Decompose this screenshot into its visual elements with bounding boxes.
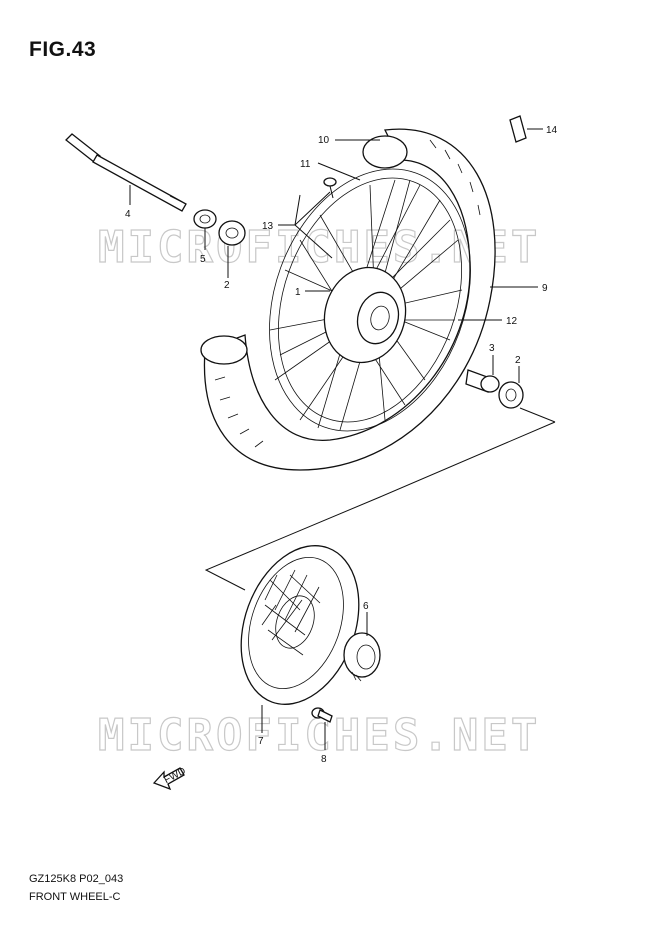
callout-13: 13: [262, 221, 274, 232]
spoke-screw: [323, 177, 337, 199]
callout-9: 9: [542, 283, 548, 294]
section-name: FRONT WHEEL-C: [29, 891, 121, 903]
callout-6: 6: [363, 601, 369, 612]
front-axle: [65, 133, 187, 212]
speedometer-gearbox: [343, 632, 381, 682]
bearing-left: [218, 220, 246, 246]
callout-2: 2: [224, 280, 230, 291]
callout-1: 1: [295, 287, 301, 298]
callout-11: 11: [300, 159, 311, 170]
callout-7: 7: [258, 736, 264, 747]
tire-valve: [509, 115, 527, 143]
callout-14: 14: [546, 125, 558, 136]
spacer-right: [465, 369, 500, 393]
forward-arrow-icon: [152, 767, 185, 791]
callout-2-right: 2: [515, 355, 521, 366]
callout-4: 4: [125, 209, 131, 220]
callout-8: 8: [321, 754, 327, 765]
bearing-right: [498, 381, 524, 409]
callout-10: 10: [318, 135, 330, 146]
figure-title: FIG.43: [29, 38, 97, 61]
fwd-label: FWD: [162, 766, 187, 786]
brake-disc: [240, 545, 360, 705]
callout-3: 3: [489, 343, 495, 354]
callout-12: 12: [506, 316, 518, 327]
disc-guide-lines: [204, 407, 556, 591]
callout-5: 5: [200, 254, 206, 265]
disc-bolt: [311, 707, 333, 723]
front-wheel: [200, 128, 496, 471]
spacer-left: [193, 209, 217, 229]
model-code: GZ125K8 P02_043: [29, 873, 124, 885]
leader-lines: [129, 128, 543, 750]
